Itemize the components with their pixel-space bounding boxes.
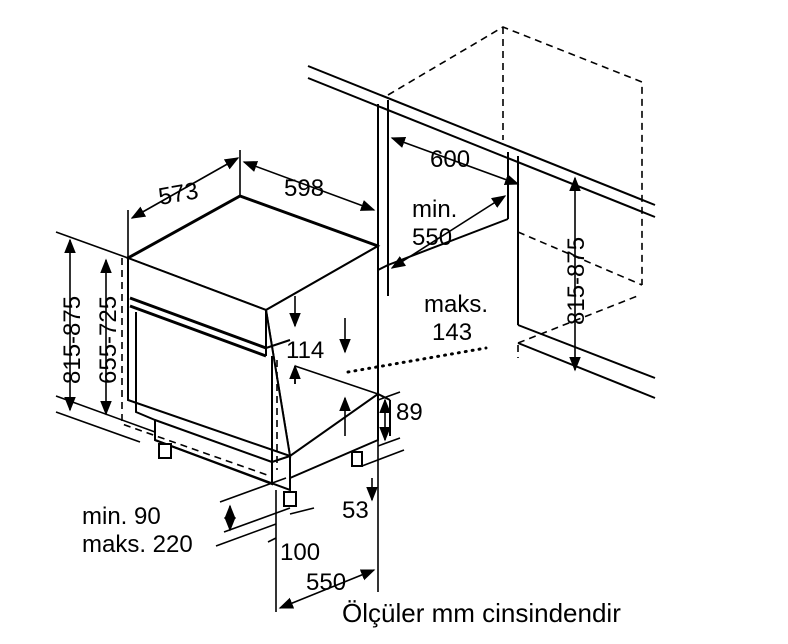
foot-offset-label: 100: [280, 539, 320, 566]
total-height-label: 815-875: [59, 296, 86, 384]
bottom-depth-label: 550: [306, 569, 346, 596]
units-caption: Ölçüler mm cinsindendir: [342, 598, 621, 628]
niche-min-text: min.: [412, 196, 457, 223]
body-height-label: 655-725: [95, 296, 122, 384]
maks-value: 143: [432, 319, 472, 346]
niche-min-value: 550: [412, 224, 452, 251]
dimension-lines: [55, 137, 581, 612]
niche-height-label: 815-875: [563, 237, 590, 325]
panel-height-label: 114: [286, 337, 324, 364]
toe-max-label: maks. 220: [82, 531, 193, 558]
depth-label: 573: [156, 177, 200, 211]
plinth-inset-label: 53: [342, 497, 369, 524]
maks-text: maks.: [424, 291, 488, 318]
plinth-height-label: 89: [396, 399, 423, 426]
width-label: 598: [284, 175, 324, 202]
dishwasher-body: [121, 194, 391, 507]
toe-min-label: min. 90: [82, 503, 161, 530]
niche-width-label: 600: [430, 146, 470, 173]
